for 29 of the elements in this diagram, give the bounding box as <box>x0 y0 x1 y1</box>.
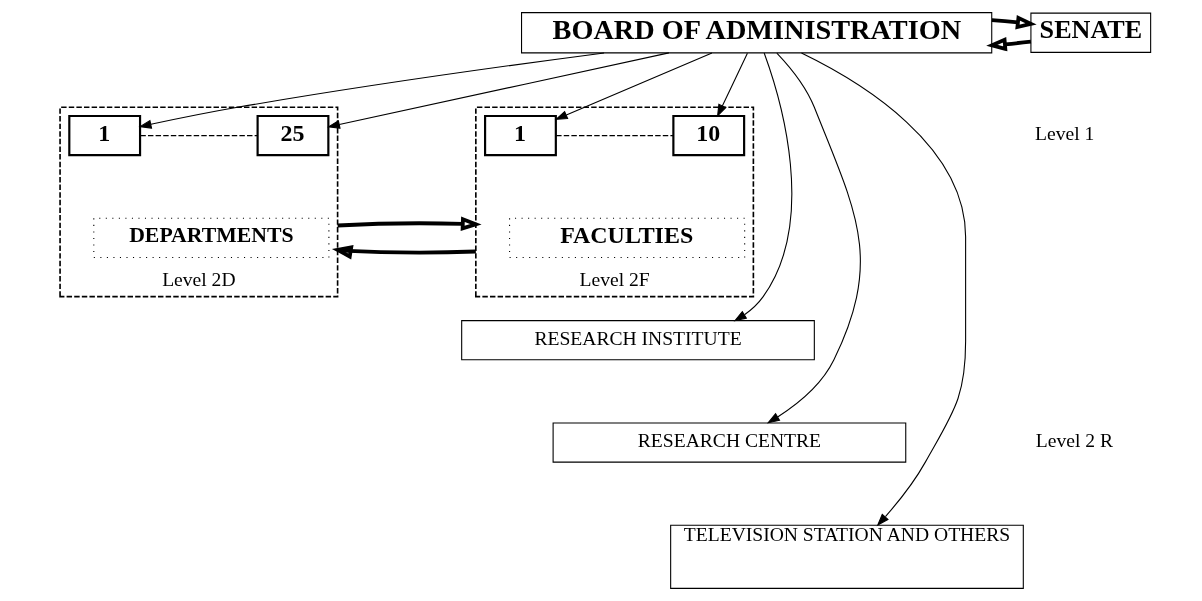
arrow <box>554 52 713 120</box>
arrow <box>326 52 670 129</box>
node-box: 1 <box>484 114 557 157</box>
node-box: 10 <box>672 114 746 157</box>
node-box: SENATE <box>1030 12 1152 53</box>
arrow <box>986 36 1032 52</box>
cluster <box>475 106 755 298</box>
arrow <box>766 52 861 424</box>
arrow <box>138 52 605 129</box>
node-box: 1 <box>68 114 142 157</box>
node-box: TELEVISION STATION AND OTHERS <box>670 524 1024 589</box>
node-box: RESEARCH INSTITUTE <box>461 320 815 361</box>
arrow <box>733 52 793 322</box>
label: Level 2 R <box>1035 430 1114 452</box>
node-box: RESEARCH CENTRE <box>552 422 907 463</box>
label: Level 1 <box>1035 123 1095 145</box>
node-box: FACULTIES <box>509 217 746 259</box>
node-label: Level 2F <box>579 269 650 291</box>
arrow <box>800 52 967 527</box>
connector <box>555 135 674 137</box>
arrow <box>331 245 476 260</box>
node-box: 25 <box>256 114 330 157</box>
node-box: DEPARTMENTS <box>93 217 330 259</box>
arrow <box>716 52 748 118</box>
node-box: BOARD OF ADMINISTRATION <box>521 12 993 54</box>
connector <box>139 135 259 137</box>
arrow <box>337 216 482 232</box>
arrow <box>991 15 1037 30</box>
node-label: Level 2D <box>162 269 236 291</box>
